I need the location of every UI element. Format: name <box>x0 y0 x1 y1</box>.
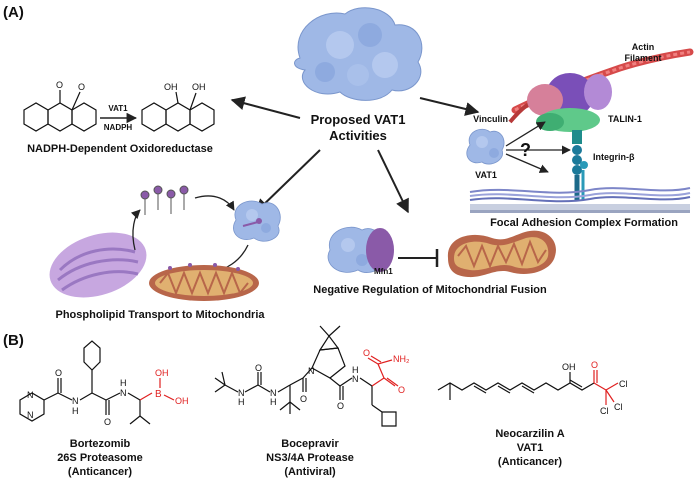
boceprevir-atom-n2: N <box>270 388 277 398</box>
boceprevir-target: NS3/4A Protease <box>266 452 354 464</box>
arrow-to-focal-adhesion <box>419 97 480 116</box>
endoplasmic-reticulum <box>49 232 147 298</box>
bortezomib-target: 26S Proteasome <box>57 452 143 464</box>
question-mark: ? <box>520 140 531 160</box>
arrow-to-phospholipid <box>254 149 321 213</box>
arrow-er-to-lipids <box>130 209 141 251</box>
arrow-vat1-to-membrane <box>505 153 549 173</box>
arrow-to-oxidoreductase <box>230 96 301 119</box>
bortezomib-boronic-acid <box>139 378 175 401</box>
neocarzilin-use: (Anticancer) <box>498 456 563 468</box>
mitochondria-fused <box>447 230 556 278</box>
panel-b-label: (B) <box>3 332 24 349</box>
boceprevir-use: (Antiviral) <box>284 466 336 478</box>
bortezomib-atom-b: B <box>155 389 162 400</box>
bortezomib-atom-n4: N <box>120 388 127 398</box>
boceprevir-atom-nh2: NH₂ <box>393 354 410 364</box>
arrow-lipids-to-vat1 <box>194 195 235 211</box>
focal-adhesion-proteins <box>527 73 612 200</box>
boceprevir-atom-o5: O <box>398 385 405 395</box>
bortezomib-use: (Anticancer) <box>68 466 133 478</box>
center-title-line1: Proposed VAT1 <box>311 112 406 127</box>
center-title-line2: Activities <box>329 128 387 143</box>
vat1-mfn1-complex <box>327 226 394 273</box>
phospholipids <box>140 185 189 215</box>
vat1-protein-lipid <box>233 200 281 242</box>
bortezomib-atom-o2: O <box>104 417 111 427</box>
atom-o-2: O <box>78 82 85 92</box>
boceprevir-atom-h1: H <box>238 397 245 407</box>
vat1-protein-center <box>294 7 423 101</box>
neocarzilin-structure <box>437 372 595 400</box>
fusion-caption: Negative Regulation of Mitochondrial Fus… <box>313 284 547 296</box>
bortezomib-name: Bortezomib <box>70 438 131 450</box>
atom-o-1: O <box>56 80 63 90</box>
actin-label-line1: Actin <box>632 42 655 52</box>
atom-oh-2: OH <box>192 82 206 92</box>
talin-label: TALIN-1 <box>608 114 642 124</box>
phenanthrenequinone-structure <box>23 90 97 132</box>
neocarzilin-atom-cl3: Cl <box>600 406 609 416</box>
neocarzilin-atom-cl1: Cl <box>619 379 628 389</box>
bortezomib-structure <box>19 340 151 425</box>
neocarzilin-atom-cl2: Cl <box>614 402 623 412</box>
vinculin-label: Vinculin <box>473 114 508 124</box>
phenanthrenediol-structure <box>141 91 215 132</box>
boceprevir-atom-n4: N <box>352 374 359 384</box>
focal-adhesion-caption: Focal Adhesion Complex Formation <box>490 217 678 229</box>
boceprevir-atom-o3: O <box>337 401 344 411</box>
neocarzilin-trichloroketone <box>593 370 619 405</box>
boceprevir-structure <box>214 325 397 427</box>
membrane-fibers <box>469 187 691 213</box>
neocarzilin-atom-oh: OH <box>562 362 576 372</box>
neocarzilin-atom-o: O <box>591 360 598 370</box>
bortezomib-atom-oh2: OH <box>175 396 189 406</box>
boceprevir-ketoamide <box>367 355 399 387</box>
bortezomib-atom-h1: H <box>72 406 79 416</box>
boceprevir-atom-n1: N <box>238 388 245 398</box>
boceprevir-atom-h3: H <box>352 365 359 375</box>
vat1-small-label: VAT1 <box>475 170 497 180</box>
bortezomib-atom-n3: N <box>72 396 79 406</box>
bortezomib-atom-n1: N <box>27 410 34 420</box>
reaction-arrow-bottom-label: NADPH <box>104 123 133 132</box>
arrow-to-fusion <box>377 149 409 214</box>
boceprevir-atom-h2: H <box>270 397 277 407</box>
boceprevir-name: Bocepravir <box>281 438 339 450</box>
arrow-vat1-to-vinculin <box>505 121 546 147</box>
bortezomib-atom-o1: O <box>55 368 62 378</box>
boceprevir-atom-o1: O <box>255 363 262 373</box>
bortezomib-atom-h2: H <box>120 378 127 388</box>
vat1-protein-small <box>466 128 505 165</box>
neocarzilin-target: VAT1 <box>517 442 544 454</box>
phospholipid-caption: Phospholipid Transport to Mitochondria <box>56 309 266 321</box>
boceprevir-atom-n3: N <box>308 366 315 376</box>
mitochondrion-1 <box>149 263 259 301</box>
bortezomib-atom-oh1: OH <box>155 368 169 378</box>
bortezomib-atom-n2: N <box>27 390 34 400</box>
reaction-arrow-top-label: VAT1 <box>108 104 128 113</box>
actin-label-line2: Filament <box>624 53 661 63</box>
neocarzilin-name: Neocarzilin A <box>495 428 564 440</box>
integrin-label: Integrin-β <box>593 152 635 162</box>
mfn1-label: Mfn1 <box>374 267 393 276</box>
boceprevir-atom-o4: O <box>363 348 370 358</box>
boceprevir-atom-o2: O <box>300 394 307 404</box>
atom-oh-1: OH <box>164 82 178 92</box>
panel-a-label: (A) <box>3 4 24 21</box>
oxidoreductase-caption: NADPH-Dependent Oxidoreductase <box>27 143 213 155</box>
